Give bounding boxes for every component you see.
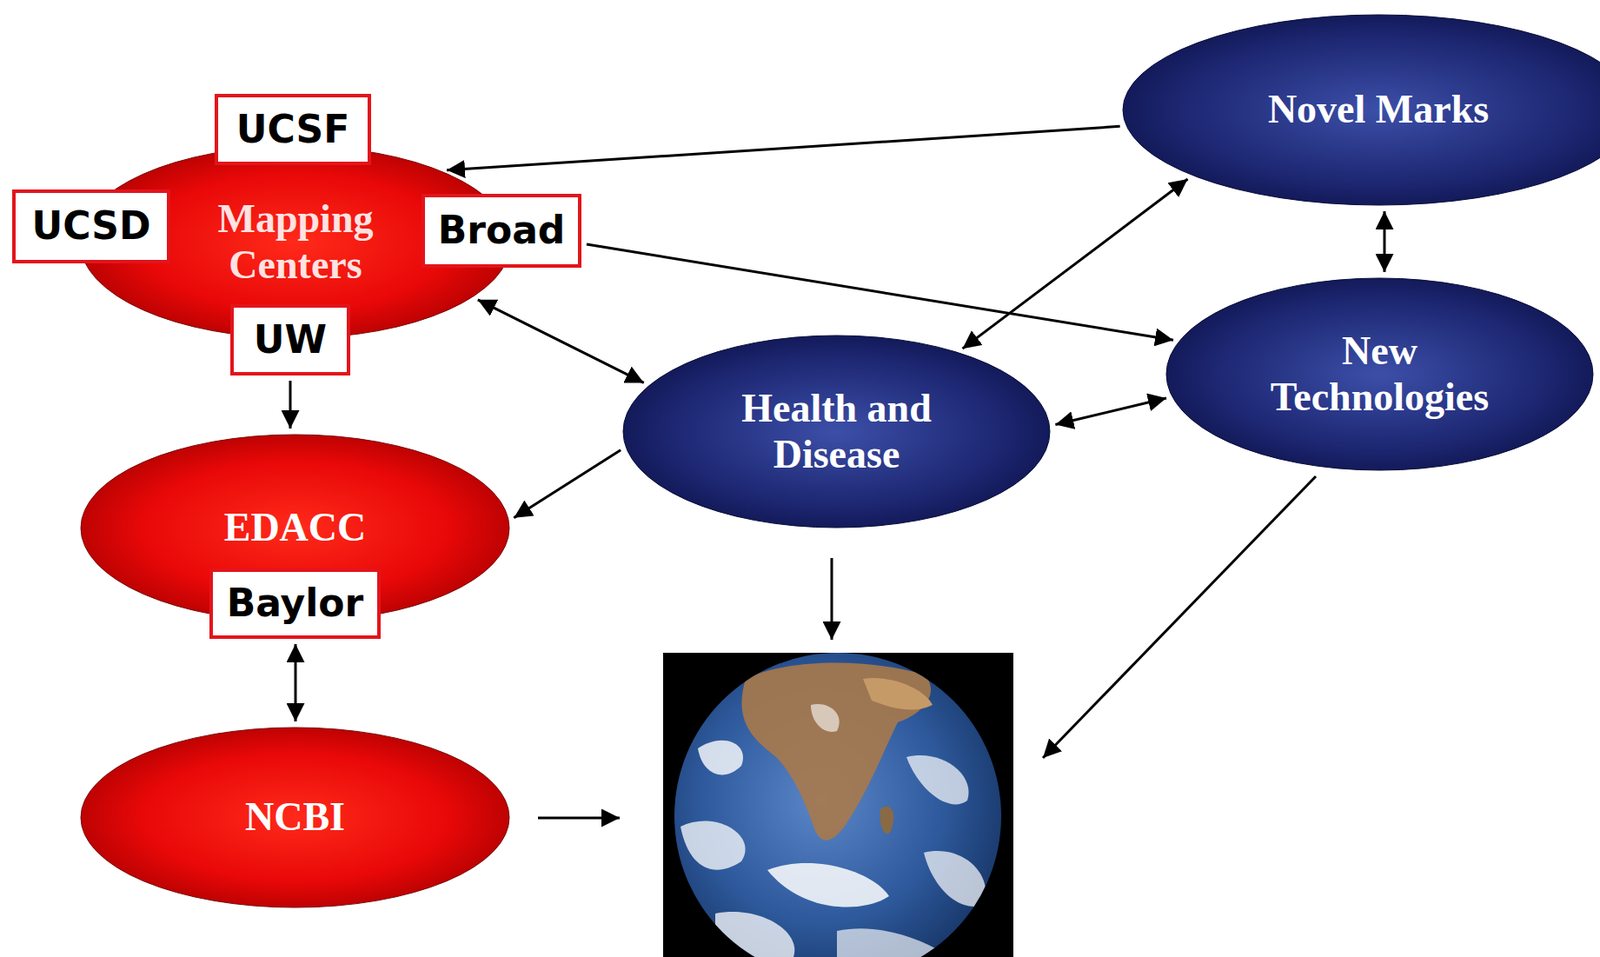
ellipse-fill — [1122, 14, 1600, 206]
arrow-to-earth — [830, 557, 834, 640]
connector-arrow — [1055, 398, 1167, 425]
connector-arrow — [478, 299, 644, 384]
connector-arrow — [294, 643, 298, 722]
label-box: UCSF — [214, 93, 372, 166]
arrow-to-earth — [537, 816, 620, 820]
node-text: Mapping Centers — [191, 196, 400, 289]
node-text: UCSD — [31, 205, 151, 247]
ellipse-fill — [623, 335, 1050, 528]
node-text: UCSF — [236, 108, 351, 151]
label-box: Baylor — [209, 568, 381, 639]
node-text: Novel Marks — [1213, 86, 1544, 133]
ellipse-node: EDACC Baylor — [79, 433, 511, 623]
node-text: UW — [253, 318, 327, 361]
node-text: Health and Disease — [719, 385, 955, 479]
node-text: NCBI — [165, 794, 426, 841]
ellipse-node: Novel Marks — [1121, 13, 1600, 206]
node-text: New Technologies — [1249, 328, 1511, 421]
connector-arrow — [446, 126, 1121, 170]
label-box: UCSD — [12, 189, 171, 264]
earth-photo — [663, 652, 1014, 957]
connector-arrow — [1383, 211, 1387, 273]
globe-surface — [680, 663, 987, 957]
ellipse-node: Health and Disease — [622, 334, 1051, 529]
connector-arrow — [289, 380, 293, 429]
ellipse-fill — [80, 727, 510, 908]
connector-arrow — [586, 244, 1174, 340]
node-text: Baylor — [226, 582, 365, 625]
node-text: Broad — [438, 209, 566, 252]
arrow-to-earth — [1042, 476, 1316, 758]
node-text: EDACC — [165, 504, 426, 552]
label-box: Broad — [421, 193, 582, 268]
ellipse-node: New Technologies — [1165, 277, 1594, 472]
ellipse-node: Mapping CentersUCSFUCSDBroadUW — [79, 145, 512, 339]
connector-arrow — [513, 450, 621, 518]
label-box: UW — [230, 304, 351, 376]
ellipse-fill — [1166, 278, 1594, 471]
connector-arrow — [962, 179, 1188, 349]
globe — [674, 652, 1002, 957]
ellipse-node: NCBI — [79, 726, 511, 909]
